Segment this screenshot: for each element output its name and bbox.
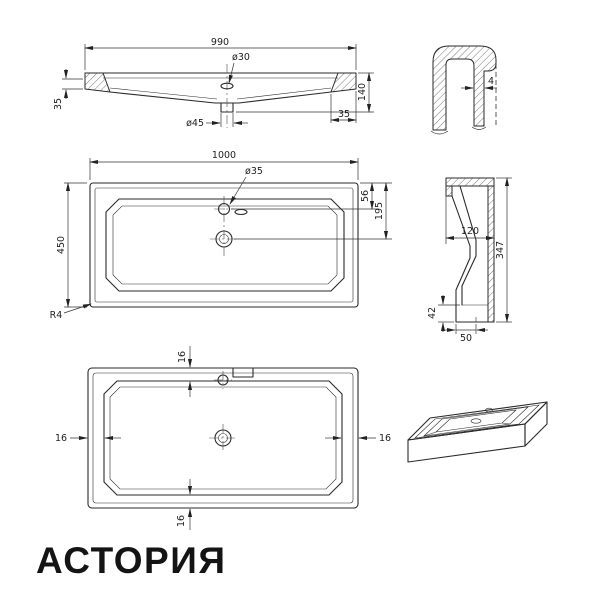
rim-detail-section (432, 45, 497, 131)
iso-right-face (524, 401, 548, 447)
iso-front-face (407, 423, 526, 463)
front-bottom-slope-left (109, 91, 216, 104)
side-rim-section (445, 177, 495, 187)
dim-front-height: 140 (357, 83, 368, 101)
dim-plan-width: 1000 (212, 150, 236, 161)
plan-inner-rim (94, 187, 354, 303)
dim-bottom-rim-right: 16 (379, 433, 391, 444)
dim-plan-corner-radius: R4 (50, 310, 63, 321)
plan-basin-edge (105, 198, 345, 292)
side-section-view: 120 347 42 50 (427, 177, 512, 344)
dim-wall-thickness: 4 (488, 76, 494, 87)
side-basin-outer-surface (451, 195, 471, 323)
front-bottom-slope-right (238, 91, 332, 104)
side-front-lip (445, 185, 453, 197)
dim-front-drain-hole: ø30 (232, 52, 250, 63)
dim-bottom-rim-top: 16 (177, 351, 188, 363)
front-right-endcap (330, 72, 357, 93)
plan-view: 1000 ø35 450 56 195 R4 (50, 150, 392, 321)
dim-plan-faucet: ø35 (245, 166, 263, 177)
iso-drain-hole (470, 418, 482, 424)
iso-inner-rim (414, 404, 540, 439)
bottom-basin-edge (103, 380, 343, 496)
bottom-basin-floor (109, 386, 337, 490)
break-line (471, 126, 487, 130)
rim-detail-view: 4 (430, 45, 497, 135)
dim-bottom-rim-bottom: 16 (176, 515, 187, 527)
product-title: АСТОРИЯ (36, 540, 226, 581)
side-basin-inner-surface (459, 185, 477, 306)
plan-overflow-slot (234, 208, 248, 216)
dim-front-edge-left: 35 (53, 98, 64, 110)
bottom-overflow-notch (232, 367, 254, 378)
side-back-wall (487, 185, 495, 323)
dim-bottom-rim-left: 16 (55, 433, 67, 444)
front-left-endcap (84, 72, 111, 93)
dim-front-width: 990 (211, 37, 229, 48)
plan-outer-rim (89, 182, 359, 308)
iso-basin-floor (435, 409, 517, 433)
break-line (430, 130, 449, 135)
bottom-outer-rim (87, 367, 359, 509)
dim-front-edge-right: 35 (338, 109, 350, 120)
dim-front-trap: ø45 (186, 118, 204, 129)
iso-faucet-hole (485, 407, 493, 413)
dim-side-bowl-depth: 120 (461, 226, 479, 237)
dim-plan-faucet-offset: 56 (360, 190, 371, 202)
dim-side-base: 50 (460, 333, 472, 344)
plan-basin-floor (112, 205, 338, 285)
dim-plan-drain-offset: 195 (374, 202, 385, 220)
dim-side-foot: 42 (427, 307, 438, 319)
bottom-plan-view: 16 16 16 16 (55, 346, 391, 530)
iso-basin-opening (423, 406, 529, 437)
dim-plan-depth: 450 (56, 236, 67, 254)
dim-side-height: 347 (495, 241, 506, 259)
isometric-view (407, 401, 548, 463)
front-view: 990 ø30 140 35 ø45 35 (53, 37, 374, 129)
